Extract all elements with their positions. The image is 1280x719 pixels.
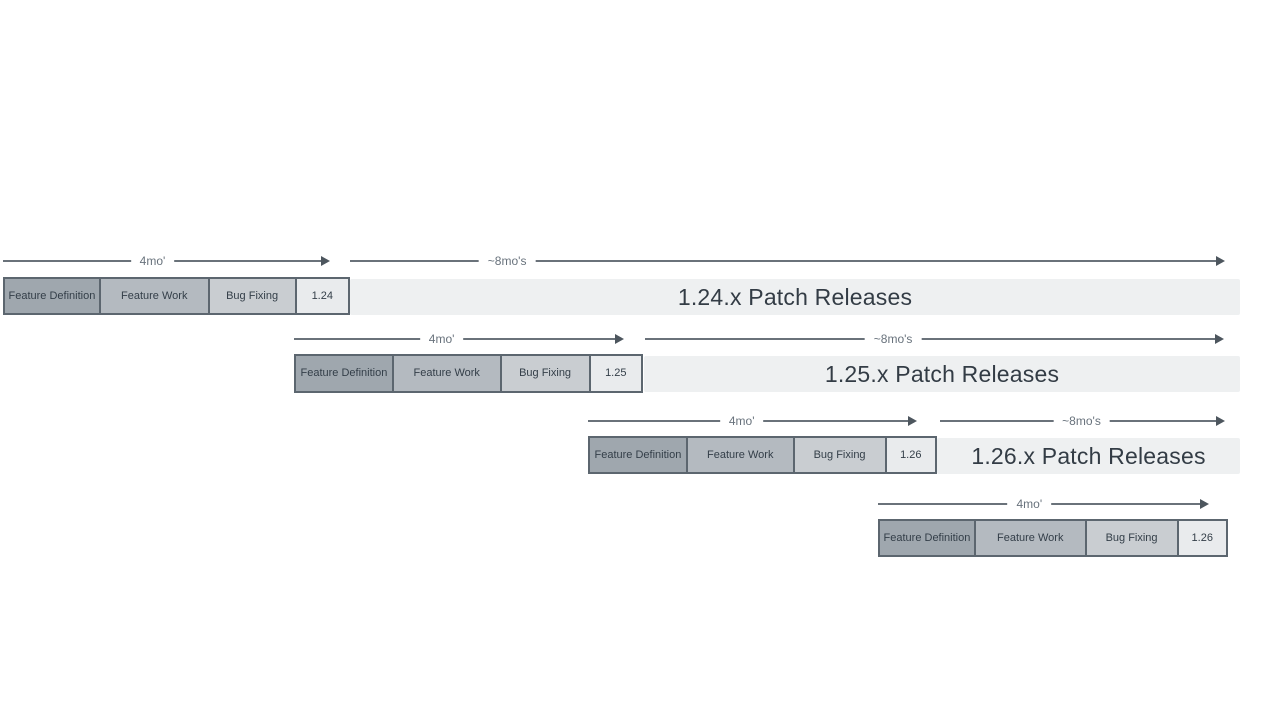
phase-box-feature-definition: Feature Definition [880,521,976,555]
release-cycle-row-next: Feature Definition Feature Work Bug Fixi… [878,519,1228,557]
arrow-label-4mo: 4mo' [1007,496,1052,512]
timeline-arrow-8mo-row3: ~8mo's [940,413,1225,429]
phase-box-bug-fixing: Bug Fixing [209,279,297,313]
phase-box-feature-definition: Feature Definition [296,356,394,391]
release-cycle-row-1.25: Feature Definition Feature Work Bug Fixi… [294,354,643,393]
phase-box-feature-work: Feature Work [687,438,795,472]
phase-box-feature-work: Feature Work [393,356,502,391]
patch-releases-bar-1.25: 1.25.x Patch Releases [644,356,1240,392]
timeline-arrow-8mo-row2: ~8mo's [645,331,1224,347]
phase-box-feature-work: Feature Work [975,521,1087,555]
arrow-label-4mo: 4mo' [419,331,464,347]
phase-box-feature-definition: Feature Definition [5,279,101,313]
version-box: 1.26 [886,438,935,472]
version-box: 1.26 [1178,521,1226,555]
version-box: 1.24 [296,279,348,313]
patch-releases-bar-1.24: 1.24.x Patch Releases [350,279,1240,315]
arrow-label-8mo: ~8mo's [1053,413,1110,429]
timeline-arrow-4mo-row1: 4mo' [3,253,330,269]
phase-box-bug-fixing: Bug Fixing [1086,521,1179,555]
patch-releases-bar-1.26: 1.26.x Patch Releases [937,438,1240,474]
arrow-label-4mo: 4mo' [130,253,175,269]
arrow-label-8mo: ~8mo's [478,253,536,269]
release-cycle-row-1.24: Feature Definition Feature Work Bug Fixi… [3,277,350,315]
timeline-arrow-4mo-row2: 4mo' [294,331,624,347]
phase-box-feature-work: Feature Work [100,279,210,313]
arrow-label-8mo: ~8mo's [864,331,922,347]
phase-box-feature-definition: Feature Definition [590,438,688,472]
release-cycle-row-1.26: Feature Definition Feature Work Bug Fixi… [588,436,937,474]
phase-box-bug-fixing: Bug Fixing [501,356,591,391]
timeline-arrow-8mo-row1: ~8mo's [350,253,1225,269]
arrow-label-4mo: 4mo' [719,413,764,429]
timeline-arrow-4mo-row4: 4mo' [878,496,1209,512]
phase-box-bug-fixing: Bug Fixing [794,438,887,472]
timeline-arrow-4mo-row3: 4mo' [588,413,917,429]
version-box: 1.25 [590,356,641,391]
